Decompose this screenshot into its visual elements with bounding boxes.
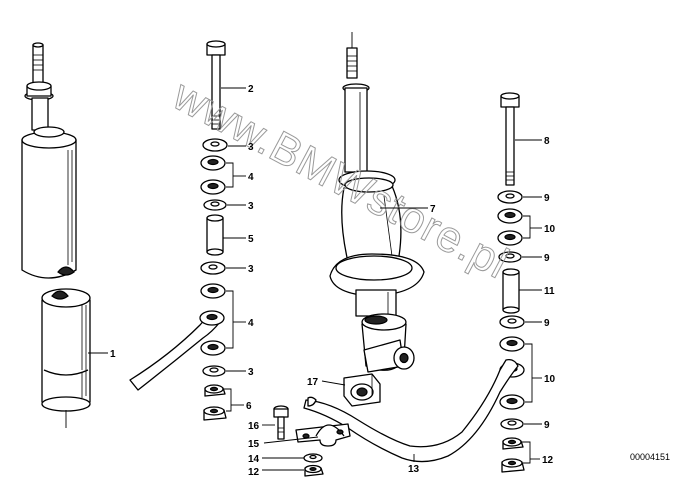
callout-9: 9 bbox=[544, 253, 550, 264]
callout-17: 17 bbox=[307, 377, 319, 388]
watermark-text: www.BMWstore.pl bbox=[164, 70, 516, 288]
diagram-number: 00004151 bbox=[630, 452, 670, 462]
callout-9: 9 bbox=[544, 420, 550, 431]
callout-16: 16 bbox=[248, 421, 260, 432]
clamp-bracket-part-15 bbox=[295, 423, 351, 447]
shock-absorber-part-1 bbox=[21, 42, 91, 428]
callout-13: 13 bbox=[408, 464, 420, 475]
callout-1: 1 bbox=[110, 349, 116, 360]
callout-11: 11 bbox=[544, 286, 555, 297]
callout-3: 3 bbox=[248, 201, 254, 212]
callout-5: 5 bbox=[248, 234, 254, 245]
mounting-stack-left bbox=[129, 40, 228, 421]
stabilizer-bar-part-13 bbox=[303, 358, 519, 463]
callout-3: 3 bbox=[248, 367, 254, 378]
callout-6: 6 bbox=[246, 401, 252, 412]
callout-15: 15 bbox=[248, 439, 260, 450]
mounting-stack-right bbox=[497, 92, 525, 473]
callout-12: 12 bbox=[542, 455, 554, 466]
callout-14: 14 bbox=[248, 454, 260, 465]
leader-lines bbox=[88, 87, 542, 471]
callout-7: 7 bbox=[430, 204, 436, 215]
callout-12: 12 bbox=[248, 467, 260, 478]
bolt-part-16 bbox=[273, 405, 289, 440]
callout-numbers: 1 2 3 4 3 5 3 4 3 6 7 8 9 10 9 11 9 10 9… bbox=[110, 84, 556, 478]
callout-3: 3 bbox=[248, 142, 254, 153]
callout-9: 9 bbox=[544, 193, 550, 204]
callout-10: 10 bbox=[544, 224, 556, 235]
callout-8: 8 bbox=[544, 136, 550, 147]
callout-4: 4 bbox=[248, 318, 254, 329]
callout-4: 4 bbox=[248, 172, 254, 183]
callout-2: 2 bbox=[248, 84, 254, 95]
callout-3: 3 bbox=[248, 264, 254, 275]
rubber-mount-part-17 bbox=[343, 373, 381, 407]
shock-absorber-part-7 bbox=[329, 32, 425, 373]
washer-nut-bottom bbox=[303, 453, 324, 477]
callout-10: 10 bbox=[544, 374, 556, 385]
callout-9: 9 bbox=[544, 318, 550, 329]
